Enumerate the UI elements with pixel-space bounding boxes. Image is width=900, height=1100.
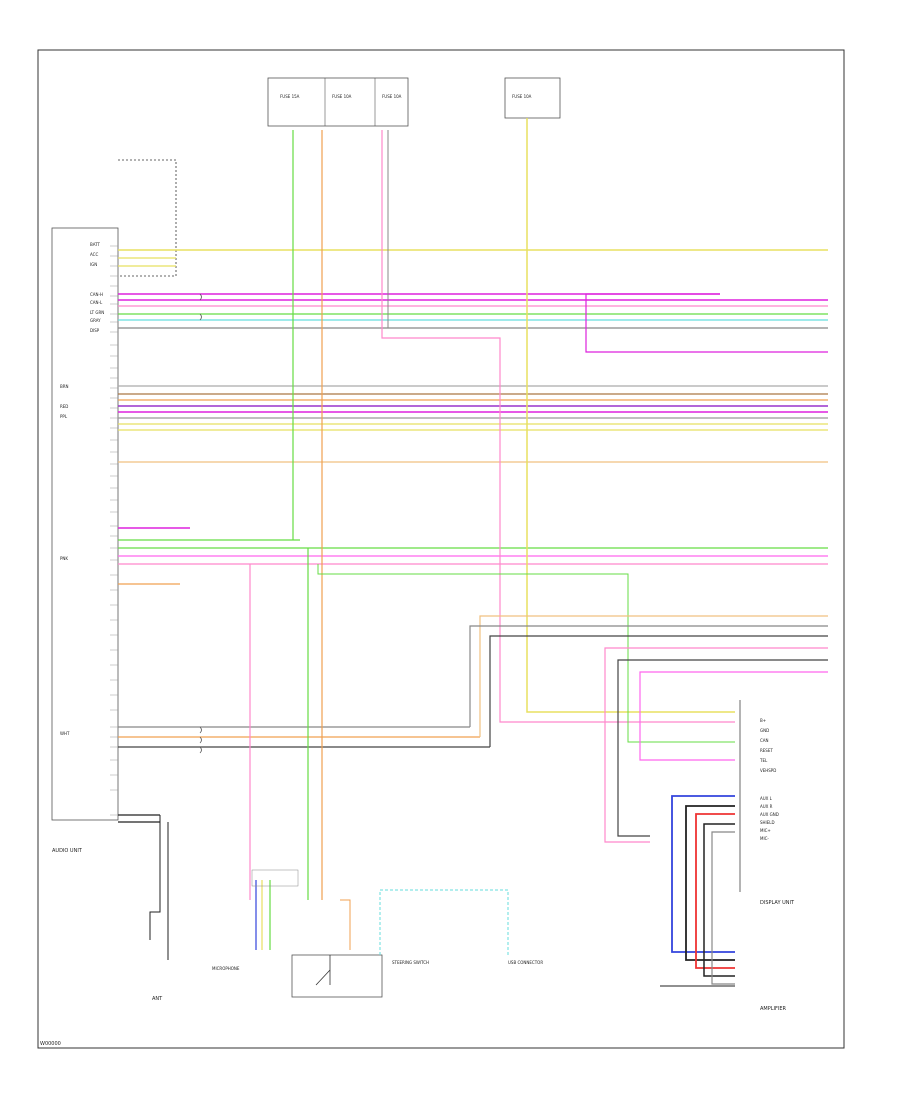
pin-label: PNK [60, 556, 68, 561]
right-pin-label: GND [760, 728, 769, 733]
display-unit-label: DISPLAY UNIT [760, 900, 795, 906]
fuse-label-2: FUSE 10A [332, 94, 352, 99]
amplifier-label: AMPLIFIER [760, 1006, 787, 1012]
pin-label: DISP [90, 328, 100, 333]
pin-label: CAN-L [90, 300, 103, 305]
right-pin-label: AUX GND [760, 812, 779, 817]
loop-wires [660, 795, 735, 987]
wire-magenta-right-3 [585, 293, 828, 353]
fuse-box-right: FUSE 10A [504, 77, 561, 119]
horizontal-wires [118, 249, 828, 823]
antenna: ANT [149, 815, 169, 1002]
antenna-label: ANT [152, 996, 163, 1002]
pin-label: PPL [60, 414, 68, 419]
pin-label: BATT [90, 242, 101, 247]
pin-label: IGN [90, 262, 97, 267]
wire-green-right [317, 564, 735, 743]
wire-gray-right [469, 625, 828, 727]
wire-pink-vert [381, 130, 735, 723]
pin-ticks [110, 245, 118, 816]
fuse-label-3: FUSE 10A [382, 94, 402, 99]
usb-connector: USB CONNECTOR [379, 889, 543, 965]
diagram-border [37, 49, 845, 1049]
wire-black-right [489, 635, 828, 747]
microphone-connector: MICROPHONE [212, 869, 299, 971]
right-pin-label: RESET [760, 748, 773, 753]
steering-switch: STEERING SWITCH [291, 899, 429, 998]
right-pin-label: SHIELD [760, 820, 775, 825]
usb-label: USB CONNECTOR [508, 960, 543, 965]
vertical-wires [249, 118, 828, 900]
fuse-box-left: FUSE 15A FUSE 10A FUSE 10A [267, 77, 409, 127]
pin-label: RED [60, 404, 68, 409]
fuse-label-1: FUSE 15A [280, 94, 300, 99]
microphone-label: MICROPHONE [212, 966, 240, 971]
fuse-label-4: FUSE 10A [512, 94, 532, 99]
wire-black-right-2 [617, 659, 828, 837]
pin-label: LT GRN [90, 310, 104, 315]
right-pin-label: AUX L [760, 796, 773, 801]
right-pin-label: CAN [760, 738, 769, 743]
wire-magenta-right-2 [639, 671, 828, 761]
pin-label: WHT [60, 731, 70, 736]
pin-label: CAN-H [90, 292, 103, 297]
top-left-connector [118, 159, 177, 277]
connector-markers [199, 293, 202, 754]
wire-yellow-vert [526, 118, 735, 713]
right-pin-label: MIC- [760, 836, 769, 841]
wire-pink-right-2 [604, 647, 828, 843]
steering-switch-label: STEERING SWITCH [392, 960, 429, 965]
pin-label: GRAY [90, 318, 101, 323]
pin-labels-left: BATT ACC IGN CAN-H CAN-L LT GRN GRAY DIS… [60, 242, 104, 736]
pin-label: BRN [60, 384, 69, 389]
right-pin-label: TEL [759, 758, 768, 763]
right-module: B+ GND CAN RESET TEL VEHSPD AUX L AUX R … [739, 700, 795, 1012]
pin-label: ACC [90, 252, 98, 257]
right-pin-label: MIC+ [760, 828, 771, 833]
right-pin-label: B+ [760, 718, 766, 723]
audio-unit: AUDIO UNIT [51, 227, 119, 854]
right-pin-label: AUX R [760, 804, 773, 809]
audio-unit-label: AUDIO UNIT [52, 848, 83, 854]
diagram-code: W00000 [40, 1041, 61, 1047]
right-pin-label: VEHSPD [760, 768, 776, 773]
wire-orange-right [479, 615, 828, 737]
